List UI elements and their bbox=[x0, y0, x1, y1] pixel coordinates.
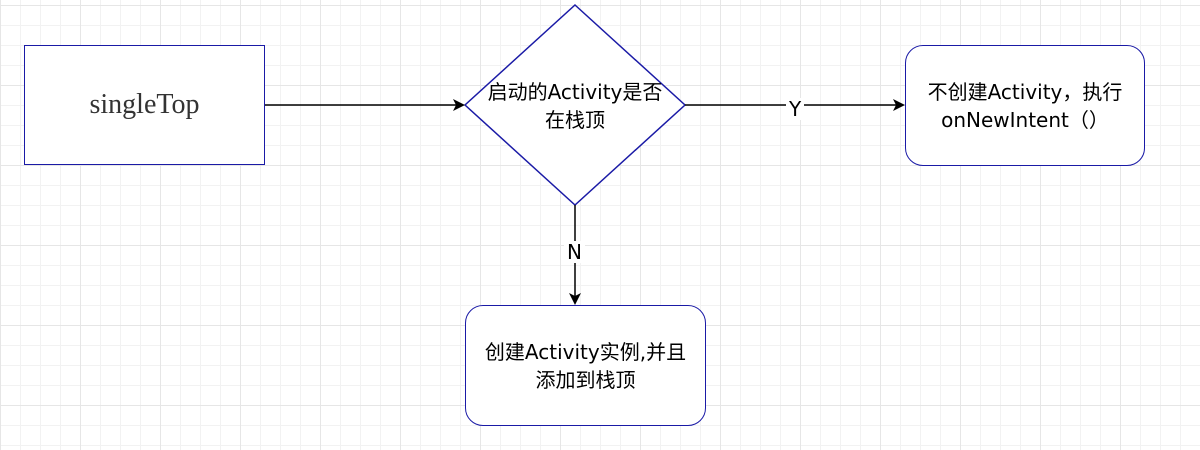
yes-node[interactable]: 不创建Activity，执行 onNewIntent（） bbox=[905, 45, 1145, 166]
no-node-label: 创建Activity实例,并且 添加到栈顶 bbox=[484, 339, 687, 392]
start-node-singletop[interactable]: singleTop bbox=[24, 45, 265, 165]
yes-node-label: 不创建Activity，执行 onNewIntent（） bbox=[927, 79, 1123, 132]
no-node[interactable]: 创建Activity实例,并且 添加到栈顶 bbox=[465, 305, 706, 426]
decision-node-label: 启动的Activity是否 在栈顶 bbox=[487, 80, 663, 132]
edge-no-label: N bbox=[564, 241, 585, 263]
start-node-label: singleTop bbox=[89, 89, 200, 120]
edge-yes-label: Y bbox=[786, 98, 805, 120]
